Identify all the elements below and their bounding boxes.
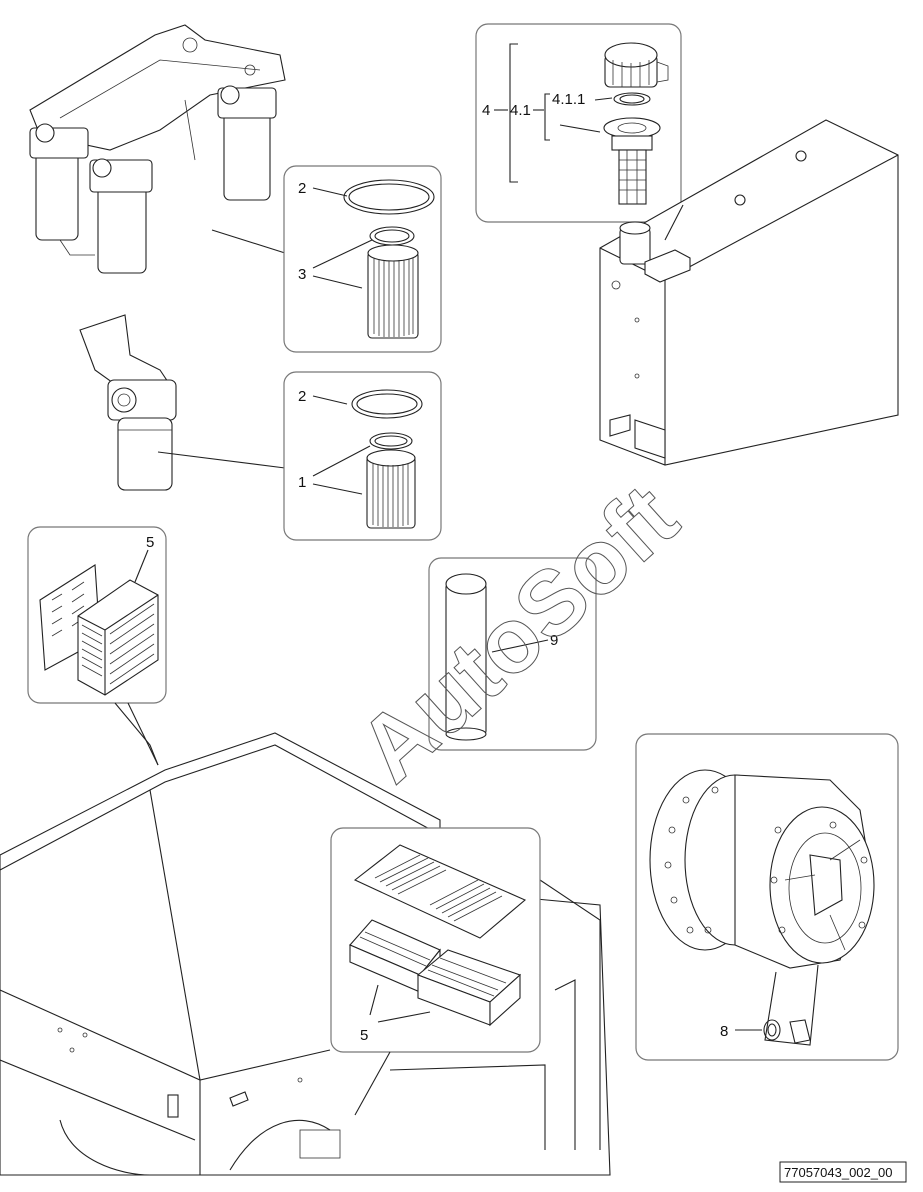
breather-box: 4 4.1 4.1.1: [475, 23, 682, 223]
callout-2-upper: 2: [298, 180, 306, 197]
gearbox-box: 8: [635, 733, 899, 1061]
callout-4: 4: [482, 102, 490, 119]
callout-4-1-1: 4.1.1: [552, 91, 585, 108]
triple-filter-assembly: [29, 24, 286, 274]
document-id-label: 77057043_002_00: [779, 1161, 907, 1183]
callout-4-1: 4.1: [510, 102, 531, 119]
filter-element-box-lower: 2 1: [283, 371, 442, 541]
leader-line: [354, 1051, 391, 1116]
leader-line: [127, 702, 159, 766]
filter-element-box-upper: 2 3: [283, 165, 442, 353]
leader-line: [211, 229, 286, 254]
leader-line: [157, 451, 286, 469]
callout-3: 3: [298, 266, 306, 283]
document-id: 77057043_002_00: [784, 1165, 892, 1180]
cabin-body: [0, 732, 611, 1176]
callout-5-lower: 5: [360, 1027, 368, 1044]
air-filter-box: 5: [330, 827, 541, 1053]
callout-2-lower: 2: [298, 388, 306, 405]
callout-9: 9: [550, 632, 558, 649]
hydraulic-tank: [599, 119, 899, 466]
callout-8: 8: [720, 1023, 728, 1040]
cabin-filter-box: 5: [27, 526, 167, 704]
element-9-box: 9: [428, 557, 597, 751]
callout-5-upper: 5: [146, 534, 154, 551]
callout-1: 1: [298, 474, 306, 491]
leader-line: [114, 702, 159, 766]
single-filter-assembly: [79, 314, 177, 491]
